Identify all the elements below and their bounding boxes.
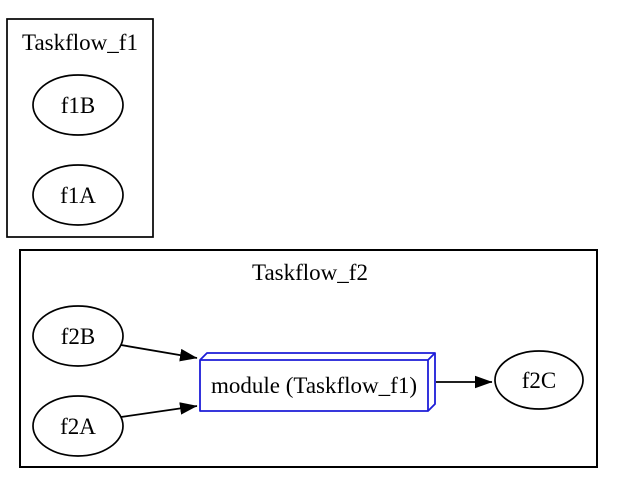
node-f1B-label: f1B (61, 93, 96, 118)
node-f2C: f2C (494, 350, 584, 410)
node-module-box3d-outline (199, 352, 436, 412)
node-f1B: f1B (32, 74, 124, 136)
node-f2A-ellipse (32, 395, 124, 457)
cluster-taskflow-f1: Taskflow_f1 f1B f1A (6, 18, 154, 238)
node-module-box3d-inner-edges (200, 352, 436, 411)
node-f1A: f1A (32, 164, 124, 226)
cluster-taskflow-f2-border (19, 249, 598, 468)
node-f2A-label: f2A (60, 414, 96, 439)
edge-f2A-to-module (120, 402, 198, 418)
cluster-taskflow-f1-label: Taskflow_f1 (22, 30, 138, 55)
cluster-taskflow-f2: Taskflow_f2 f2B f2A module (Taskflow_f1)… (19, 249, 598, 468)
node-f1A-ellipse (32, 164, 124, 226)
edge-f2B-to-module (120, 344, 198, 362)
cluster-taskflow-f2-label: Taskflow_f2 (252, 260, 368, 285)
node-f1B-ellipse (32, 74, 124, 136)
node-f2C-ellipse (494, 350, 584, 410)
cluster-taskflow-f1-border (6, 18, 154, 238)
node-module-label: module (Taskflow_f1) (211, 373, 417, 398)
node-f2B-label: f2B (61, 324, 96, 349)
node-module: module (Taskflow_f1) (199, 352, 436, 412)
node-f2B: f2B (32, 305, 124, 367)
node-f2A: f2A (32, 395, 124, 457)
node-f1A-label: f1A (60, 183, 96, 208)
node-f2B-ellipse (32, 305, 124, 367)
node-f2C-label: f2C (522, 368, 557, 393)
